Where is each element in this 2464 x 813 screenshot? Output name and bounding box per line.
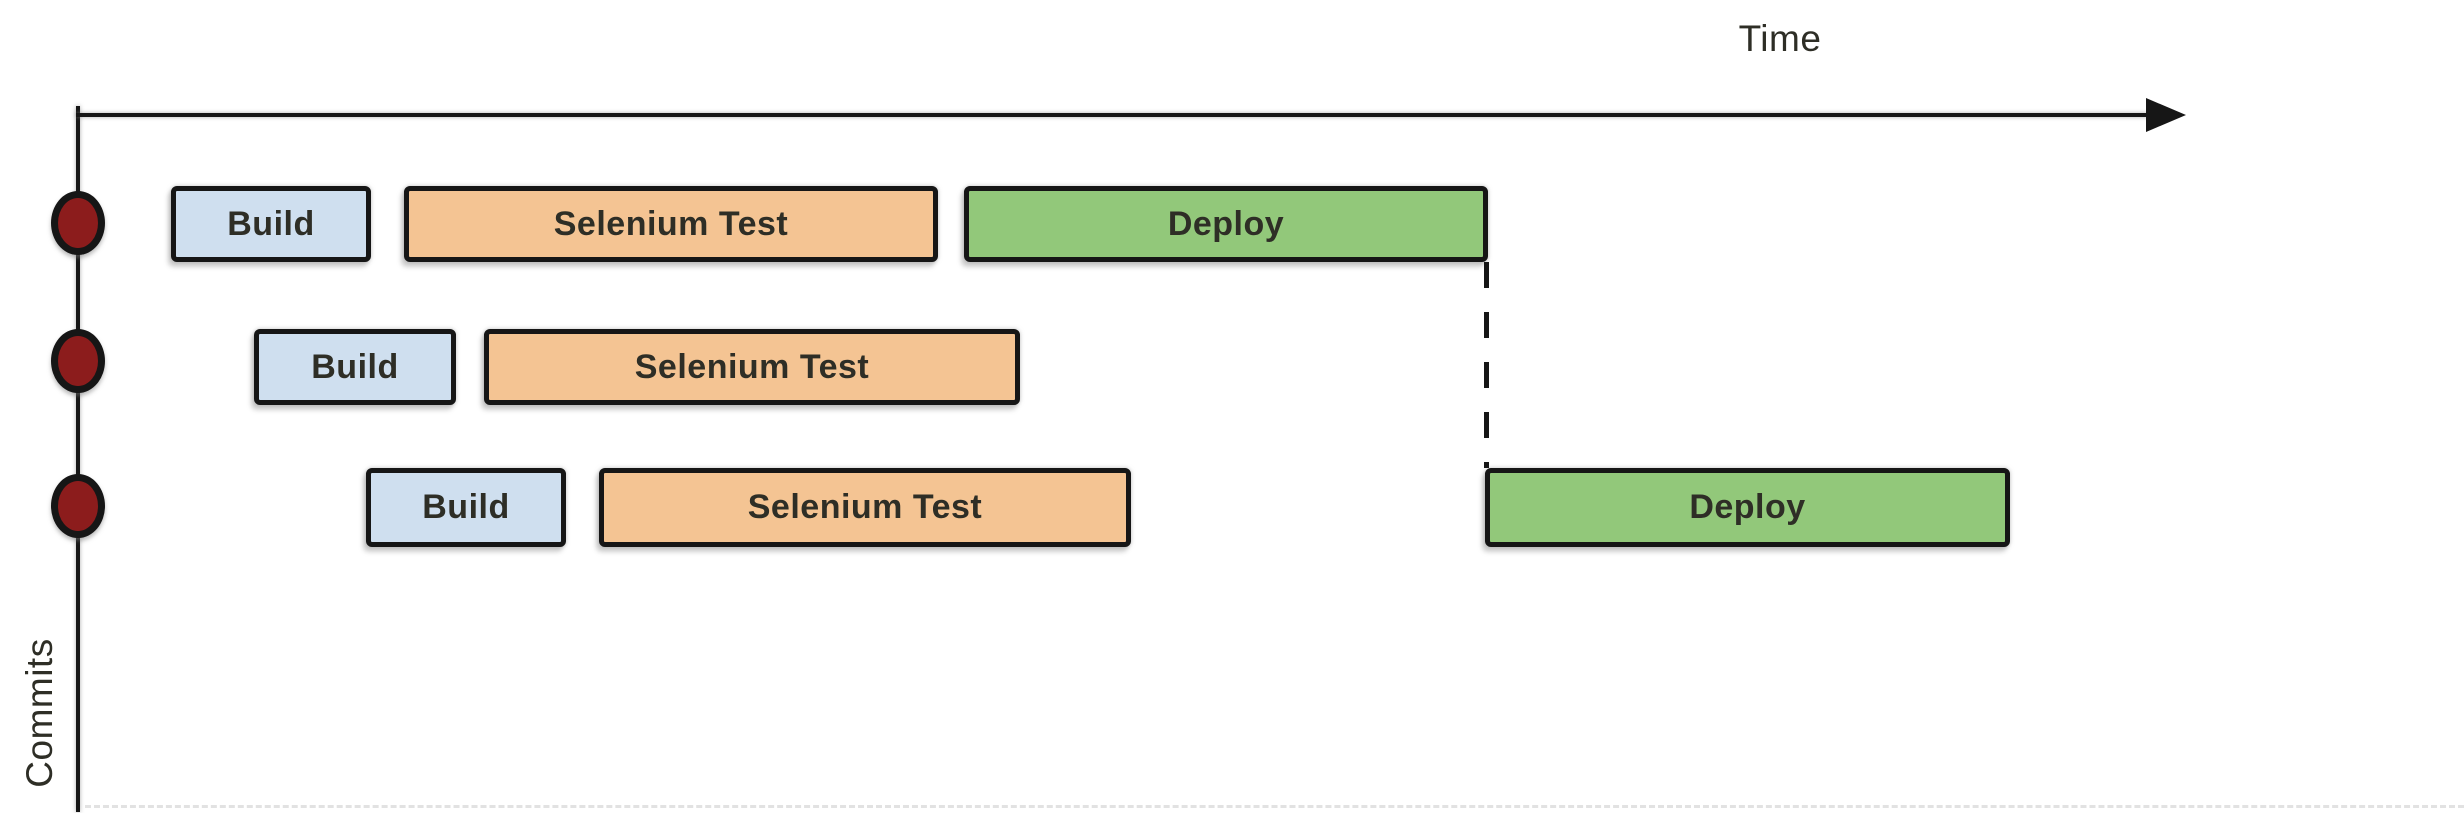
time-axis-line [76, 113, 2152, 117]
time-axis-arrowhead-icon [2146, 98, 2186, 132]
deploy-dependency-dashed-line [1484, 262, 1489, 468]
commit-dot-icon [51, 329, 105, 393]
commit-dot-icon [51, 474, 105, 538]
task-box-selenium-test-row3: Selenium Test [599, 468, 1131, 547]
bottom-edge-artifact-line [85, 805, 2464, 808]
commits-axis-line [76, 106, 80, 812]
task-box-deploy-row1: Deploy [964, 186, 1488, 262]
task-box-selenium-test-row1: Selenium Test [404, 186, 938, 262]
commits-axis-label: Commits [19, 638, 60, 788]
time-axis-label: Time [1738, 18, 1822, 59]
task-box-selenium-test-row2: Selenium Test [484, 329, 1020, 405]
commit-dot-icon [51, 191, 105, 255]
task-box-build-row1: Build [171, 186, 371, 262]
task-box-build-row3: Build [366, 468, 566, 547]
task-box-build-row2: Build [254, 329, 456, 405]
task-box-deploy-row3: Deploy [1485, 468, 2010, 547]
